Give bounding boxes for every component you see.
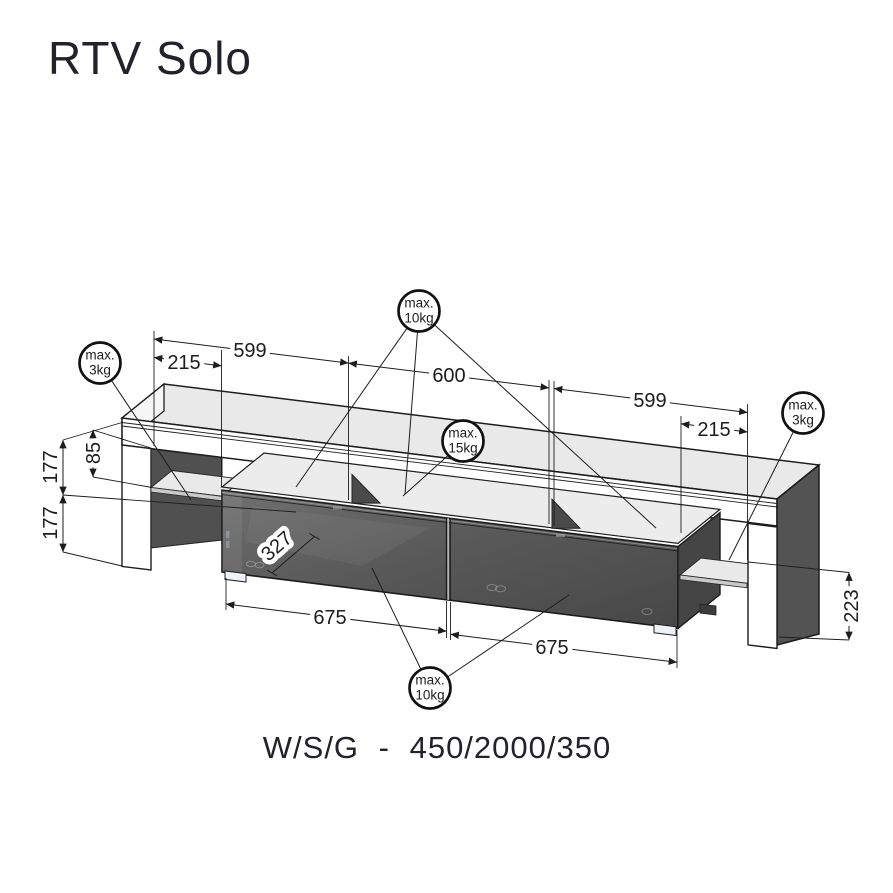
size-footer-label: W/S/G - 450/2000/350 xyxy=(263,730,611,765)
badge-center-circle xyxy=(441,419,485,463)
badge-left-circle xyxy=(78,341,122,385)
dim-327-tick-start xyxy=(266,569,278,577)
ext-line-left-bottom xyxy=(62,551,123,567)
dimension-annotations: 599 600 599 215 215 177 177 85 223 675 6… xyxy=(36,331,868,668)
ext-line-223-bottom xyxy=(778,636,850,641)
drawer2-screw-cap-3 xyxy=(641,608,653,615)
dim-line-327 xyxy=(271,536,315,574)
badge-top-10kg: max. 10kg xyxy=(295,289,657,529)
badge-right-line2: 3kg xyxy=(792,413,814,428)
dim-label-223: 223 xyxy=(841,589,863,622)
badge-center-15kg: max. 15kg xyxy=(402,419,485,497)
badge-right-line1: max. xyxy=(788,398,817,413)
max-load-badges: max. 3kg max. 10kg max. 15kg max. 3kg xyxy=(78,289,825,710)
drawer1-screw-cap-2 xyxy=(254,562,265,569)
dim-label-177-lower: 177 xyxy=(40,506,62,539)
badge-right-leader xyxy=(728,431,794,561)
badge-center-line1: max. xyxy=(448,426,477,441)
dim-327-tick-end xyxy=(309,533,320,540)
drawer2-screw-cap-1 xyxy=(486,584,498,591)
furniture-illustration xyxy=(120,382,821,650)
drawer-hinge-mark-1 xyxy=(226,531,230,538)
dim-label-215-left: 215 xyxy=(167,352,200,374)
dim-label-599-left: 599 xyxy=(233,340,266,362)
badge-top-leader-2 xyxy=(404,331,418,495)
dim-label-675-right: 675 xyxy=(535,637,568,659)
badge-left-3kg: max. 3kg xyxy=(78,341,192,501)
right-shelf-front-edge xyxy=(679,574,748,589)
ext-line-85-top xyxy=(92,429,152,449)
badge-center-leader xyxy=(402,455,449,497)
page-title: RTV Solo xyxy=(48,32,252,84)
badge-bottom-10kg: max. 10kg xyxy=(371,567,570,710)
drawer1-handle-mark xyxy=(333,506,342,510)
dim-label-599-right: 599 xyxy=(633,390,666,412)
badge-left-line1: max. xyxy=(85,348,114,363)
dim-label-675-left: 675 xyxy=(313,607,346,629)
ext-line-left-mid xyxy=(62,494,297,513)
badge-bottom-line2: 10kg xyxy=(415,688,444,703)
dim-line-215-right xyxy=(680,421,748,435)
badge-top-line1: max. xyxy=(404,296,433,311)
badge-top-leader-1 xyxy=(295,327,408,488)
drawer2-handle-mark xyxy=(556,534,565,537)
left-leg-panel xyxy=(121,444,152,571)
top-frame-banding-line-1 xyxy=(121,422,778,504)
badge-left-line2: 3kg xyxy=(89,363,111,378)
badge-right-3kg: max. 3kg xyxy=(728,391,825,561)
niche-divider-left xyxy=(351,473,382,504)
dim-label-177-upper: 177 xyxy=(40,450,62,483)
badge-center-line2: 15kg xyxy=(448,441,477,456)
dim-line-675-left xyxy=(225,601,447,634)
front-foot-left xyxy=(224,570,247,583)
dim-label-85: 85 xyxy=(83,442,105,464)
top-frame-banding-line-2 xyxy=(121,425,778,508)
badge-bottom-circle xyxy=(408,666,452,710)
dim-line-600 xyxy=(348,360,550,391)
cabinet-top-niche-floor xyxy=(220,452,722,545)
left-compartment xyxy=(149,448,245,549)
badge-bottom-leader-1 xyxy=(371,567,422,670)
ext-line-85-bottom xyxy=(92,476,153,488)
dim-label-215-right: 215 xyxy=(697,419,730,441)
drawer-sheen xyxy=(246,506,430,566)
badge-bottom-leader-2 xyxy=(447,594,570,678)
dim-line-599-left xyxy=(153,336,349,366)
dim-label-600: 600 xyxy=(432,365,465,387)
badge-top-line2: 10kg xyxy=(404,311,433,326)
ext-line-223-top xyxy=(747,561,850,573)
dim-line-675-right xyxy=(450,631,678,665)
dim-line-599-right xyxy=(553,385,748,416)
dim-line-215-left xyxy=(153,354,222,369)
badge-bottom-line1: max. xyxy=(415,673,444,688)
drawer-hinge-mark-2 xyxy=(226,541,230,548)
rear-foot-dark xyxy=(699,603,717,616)
badge-left-leader xyxy=(111,380,192,501)
drawer-reflection-strip xyxy=(222,490,242,575)
badge-right-circle xyxy=(781,391,825,435)
drawer2-screw-cap-2 xyxy=(495,585,506,593)
badge-top-leader-3 xyxy=(433,324,657,529)
niche-divider-right xyxy=(551,497,582,529)
badge-top-circle xyxy=(397,289,441,333)
right-leg-panel xyxy=(747,522,778,650)
